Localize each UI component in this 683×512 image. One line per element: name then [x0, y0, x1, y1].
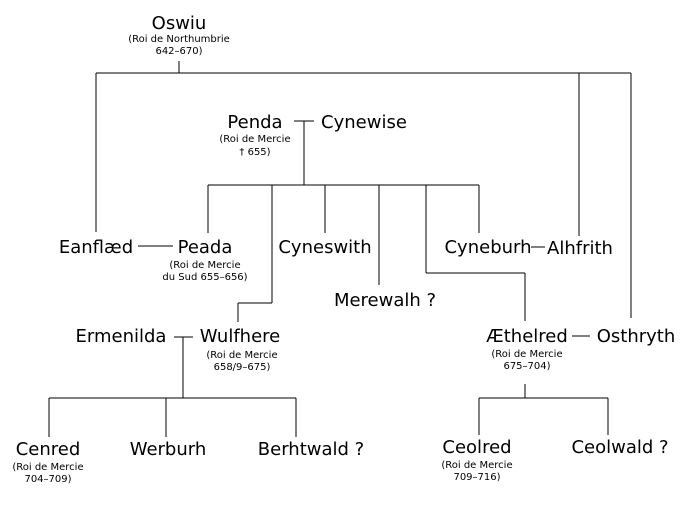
person-ermenilda: Ermenilda: [76, 326, 167, 347]
person-title: (Roi de Mercie: [219, 134, 290, 145]
person-cyneswith: Cyneswith: [278, 237, 371, 258]
person-name: Eanflæd: [59, 237, 133, 258]
person-penda: Penda (Roi de Mercie † 655): [219, 112, 290, 158]
person-name: Werburh: [130, 439, 207, 460]
person-name: Ceolred: [442, 437, 511, 458]
person-dates: 642–670): [155, 46, 202, 57]
person-peada: Peada (Roi de Mercie du Sud 655–656): [162, 237, 247, 283]
person-dates: 704–709): [24, 474, 71, 485]
person-alhfrith: Alhfrith: [547, 238, 613, 259]
person-eanflaed: Eanflæd: [59, 237, 133, 258]
person-name: Cynewise: [321, 112, 407, 133]
person-cyneburh: Cyneburh: [444, 237, 531, 258]
person-name: Oswiu: [152, 13, 207, 34]
person-dates: † 655): [239, 147, 270, 158]
person-title: (Roi de Mercie: [206, 350, 277, 361]
person-ceolred: Ceolred (Roi de Mercie 709–716): [441, 437, 512, 483]
person-dates: du Sud 655–656): [162, 272, 247, 283]
person-cenred: Cenred (Roi de Mercie 704–709): [12, 439, 83, 485]
person-name: Peada: [178, 237, 233, 258]
person-wulfhere: Wulfhere (Roi de Mercie 658/9–675): [200, 326, 280, 373]
person-name: Osthryth: [597, 326, 676, 347]
person-ceolwald: Ceolwald ?: [571, 437, 668, 458]
person-werburh: Werburh: [130, 439, 207, 460]
person-name: Merewalh ?: [334, 290, 436, 311]
person-name: Berhtwald ?: [258, 439, 364, 460]
person-name: Cyneswith: [278, 237, 371, 258]
person-title: (Roi de Northumbrie: [128, 34, 230, 45]
person-merewalh: Merewalh ?: [334, 290, 436, 311]
person-osthryth: Osthryth: [597, 326, 676, 347]
person-name: Ceolwald ?: [571, 437, 668, 458]
person-cynewise: Cynewise: [321, 112, 407, 133]
person-name: Cyneburh: [444, 237, 531, 258]
person-name: Æthelred: [486, 326, 568, 347]
person-name: Alhfrith: [547, 238, 613, 259]
person-dates: 658/9–675): [214, 362, 271, 373]
person-name: Wulfhere: [200, 326, 280, 347]
person-title: (Roi de Mercie: [12, 462, 83, 473]
person-dates: 709–716): [453, 472, 500, 483]
person-oswiu: Oswiu (Roi de Northumbrie 642–670): [128, 13, 230, 57]
person-berhtwald: Berhtwald ?: [258, 439, 364, 460]
person-title: (Roi de Mercie: [441, 460, 512, 471]
person-dates: 675–704): [503, 361, 550, 372]
person-aethelred: Æthelred (Roi de Mercie 675–704): [486, 326, 568, 372]
person-title: (Roi de Mercie: [169, 260, 240, 271]
person-name: Ermenilda: [76, 326, 167, 347]
tree-connectors: [48, 61, 632, 437]
person-name: Cenred: [16, 439, 81, 460]
person-name: Penda: [227, 112, 282, 133]
person-title: (Roi de Mercie: [491, 349, 562, 360]
